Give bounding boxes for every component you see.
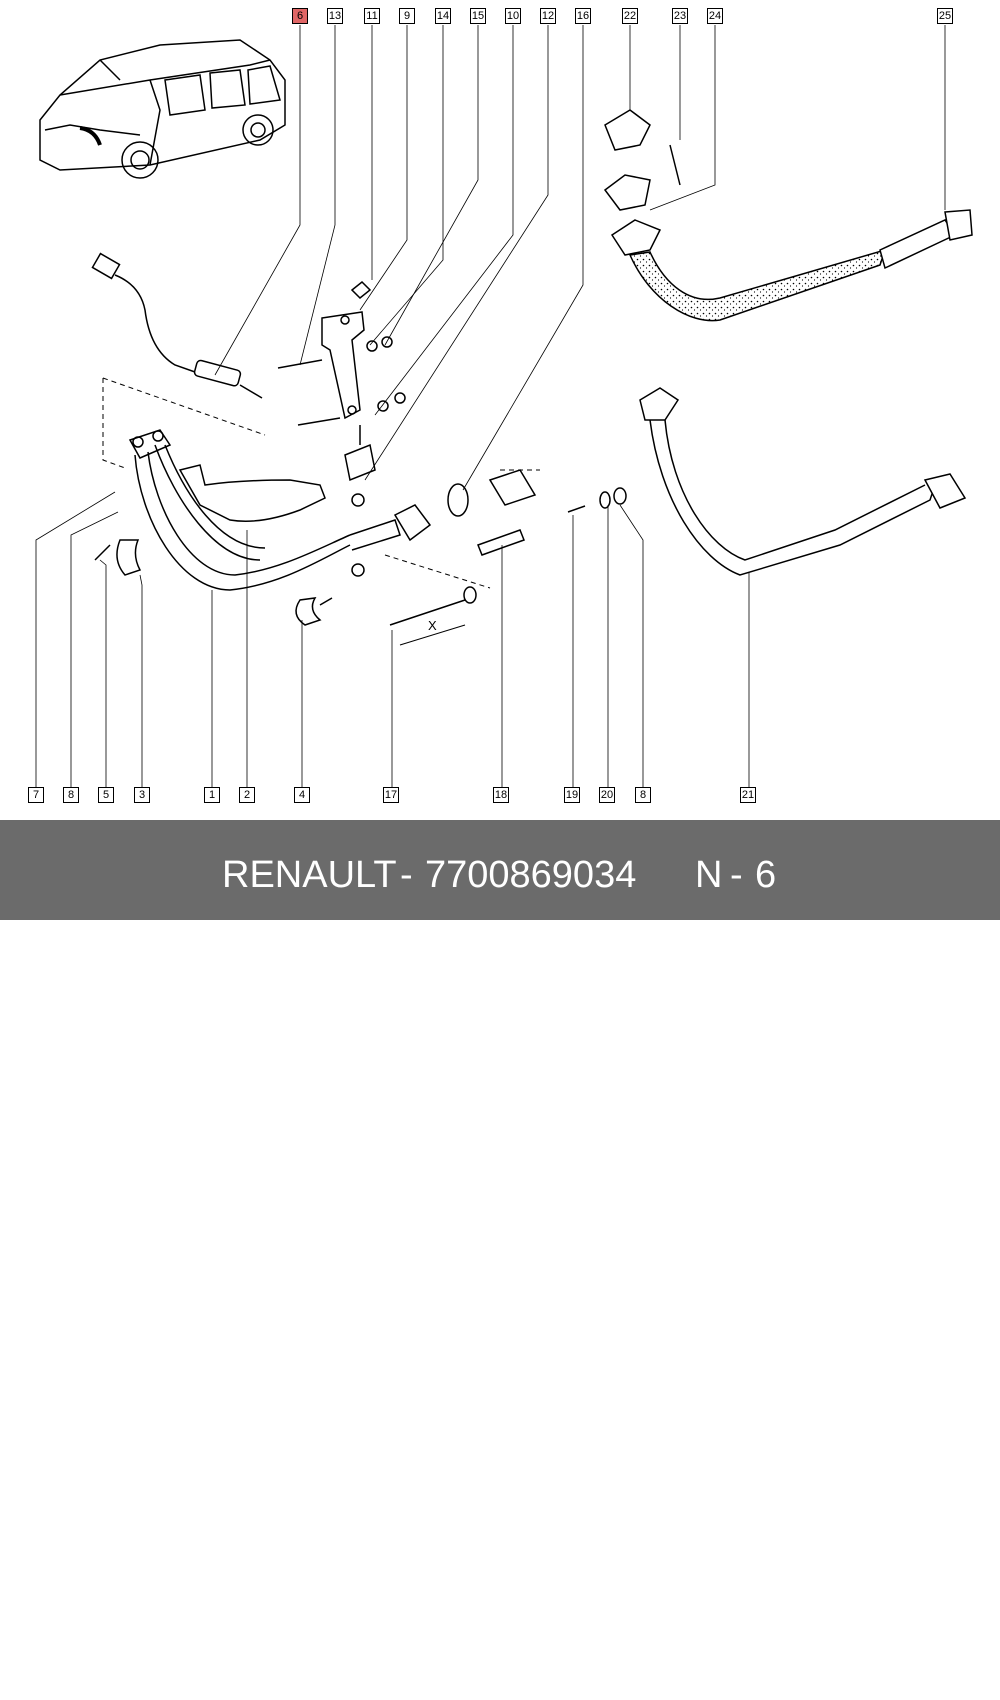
intermediate-pipe — [639, 387, 967, 576]
exhaust-parts-diagram: X — [35, 25, 973, 787]
callout-21: 21 — [740, 787, 756, 803]
callout-14: 14 — [435, 8, 451, 24]
footer-separator: - — [730, 854, 743, 896]
callout-22: 22 — [622, 8, 638, 24]
footer-separator: - — [400, 854, 413, 896]
callout-10: 10 — [505, 8, 521, 24]
callout-6: 6 — [292, 8, 308, 24]
callout-25: 25 — [937, 8, 953, 24]
footer-item-prefix: N — [695, 854, 723, 896]
footer-bar: RENAULT - 7700869034 N - 6 — [0, 820, 1000, 920]
assembly-outline — [102, 377, 540, 589]
callout-1: 1 — [204, 787, 220, 803]
callout-17: 17 — [383, 787, 399, 803]
callout-7: 7 — [28, 787, 44, 803]
callout-13: 13 — [327, 8, 343, 24]
callout-19: 19 — [564, 787, 580, 803]
callout-3: 3 — [134, 787, 150, 803]
callout-15: 15 — [470, 8, 486, 24]
callout-8-left: 8 — [63, 787, 79, 803]
callout-8-right: 8 — [635, 787, 651, 803]
callout-24: 24 — [707, 8, 723, 24]
leader-lines — [35, 25, 946, 787]
mounting-bracket — [277, 280, 406, 577]
footer-brand: RENAULT — [222, 854, 397, 896]
intermediate-pipe-insulated — [603, 109, 973, 322]
front-downpipe — [128, 429, 432, 591]
vehicle-illustration — [39, 39, 286, 179]
callout-2: 2 — [239, 787, 255, 803]
callout-23: 23 — [672, 8, 688, 24]
callout-9: 9 — [399, 8, 415, 24]
callout-18: 18 — [493, 787, 509, 803]
clamps-and-brackets — [94, 539, 333, 626]
footer-part-number: 7700869034 — [425, 854, 637, 896]
callout-12: 12 — [540, 8, 556, 24]
callout-4: 4 — [294, 787, 310, 803]
footer-caption: RENAULT - 7700869034 N - 6 — [0, 820, 1000, 920]
oxygen-sensor — [91, 252, 263, 399]
callout-11: 11 — [364, 8, 380, 24]
callout-20: 20 — [599, 787, 615, 803]
footer-item-number: 6 — [755, 854, 777, 896]
callout-5: 5 — [98, 787, 114, 803]
joint-hardware — [389, 469, 627, 646]
dimension-x-label: X — [428, 618, 437, 633]
callout-16: 16 — [575, 8, 591, 24]
